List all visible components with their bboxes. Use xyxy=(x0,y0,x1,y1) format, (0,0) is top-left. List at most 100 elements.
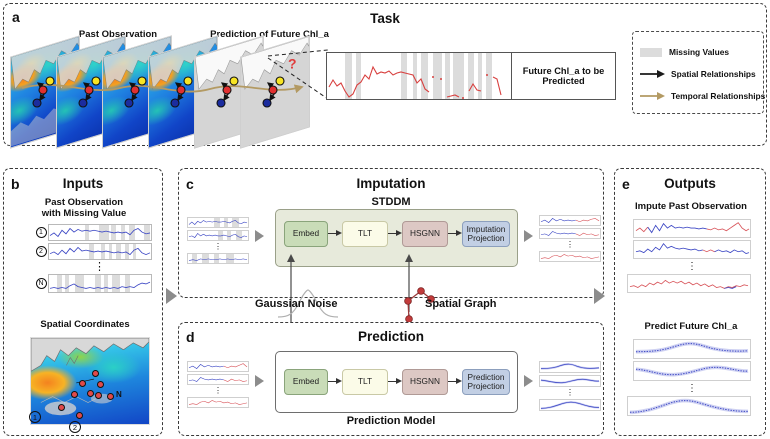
chla-timeseries-chart xyxy=(327,53,512,99)
forecast-mini-plot xyxy=(539,399,601,411)
station-node xyxy=(79,380,86,387)
arrow-tlt-to-hsgnn xyxy=(388,230,402,237)
flow-arrow-to-outputs xyxy=(594,288,605,304)
module-embed[interactable]: Embed xyxy=(284,221,328,247)
panel-e-outputs: e Outputs Impute Past Observation Predic… xyxy=(614,168,766,436)
module-hsgnn[interactable]: HSGNN xyxy=(402,221,448,247)
series-index: N xyxy=(34,278,48,289)
predicted-series-plot xyxy=(633,361,751,381)
station-node xyxy=(87,390,94,397)
label-line-2: with Missing Value xyxy=(41,208,127,220)
imputation-output-stack: ⋮ xyxy=(539,215,601,264)
station-node-n xyxy=(107,393,114,400)
series-plot xyxy=(48,224,152,241)
flow-arrow-inputs-to-imputation xyxy=(166,288,177,304)
module-tlt[interactable]: TLT xyxy=(342,369,388,395)
stack-ellipsis: ⋮ xyxy=(214,386,222,395)
station-node-1 xyxy=(58,404,65,411)
module-prediction-projection[interactable]: Prediction Projection xyxy=(462,369,510,395)
chla-line xyxy=(328,65,502,99)
panel-c-title: Imputation xyxy=(356,176,426,191)
imputed-series-stack: ⋮ xyxy=(627,219,751,295)
predicted-series-stack: ⋮ xyxy=(627,339,751,418)
module-tlt[interactable]: TLT xyxy=(342,221,388,247)
output-mini-plot xyxy=(539,215,601,226)
imputed-series-plot xyxy=(633,240,751,259)
legend-label: Temporal Relationships xyxy=(671,91,766,101)
input-series-row-2: 2 xyxy=(34,242,152,260)
past-observation-label: Past Observation xyxy=(78,29,158,40)
input-mini-plot xyxy=(187,229,249,241)
gaussian-noise-icon xyxy=(277,289,339,318)
stack-ellipsis: ⋮ xyxy=(566,240,574,249)
prediction-input-stack: ⋮ xyxy=(187,361,249,410)
arrow-embed-to-tlt xyxy=(328,378,342,385)
inset-leader-lines xyxy=(267,49,329,100)
arrow-tlt-to-hsgnn xyxy=(388,378,402,385)
forecast-mini-plot xyxy=(539,374,601,387)
coastline-icon xyxy=(241,36,309,90)
panel-a-letter: a xyxy=(12,9,20,25)
station-node xyxy=(95,392,102,399)
series-plot xyxy=(48,274,152,293)
panel-a-title: Task xyxy=(370,11,400,26)
future-chla-inset: Future Chl_a to be Predicted xyxy=(326,52,616,100)
panel-a-task: a Task Past Observation Prediction of Fu… xyxy=(3,3,767,149)
module-embed[interactable]: Embed xyxy=(284,369,328,395)
station-node xyxy=(71,391,78,398)
gaussian-noise-label: Gaussian Noise xyxy=(255,298,338,310)
series-ellipsis: ⋮ xyxy=(94,261,106,273)
module-label-line-1: Prediction xyxy=(467,371,505,382)
map-slice-future-2: ? xyxy=(240,35,310,149)
prediction-model-label: Prediction Model xyxy=(346,415,436,427)
imputed-series-plot xyxy=(627,274,751,293)
stack-ellipsis: ⋮ xyxy=(687,383,697,394)
spatial-relationship-overlay xyxy=(21,76,304,108)
stack-ellipsis: ⋮ xyxy=(214,242,222,251)
panel-c-letter: c xyxy=(186,176,194,192)
panel-d-prediction: d Prediction Prediction Model ⋮ xyxy=(178,322,604,436)
spatial-arrows xyxy=(36,82,277,102)
series-index: 2 xyxy=(34,245,48,257)
node-label-n: N xyxy=(116,390,122,399)
flow-arrow-out-of-stddm xyxy=(524,230,533,242)
input-mini-plot xyxy=(187,397,249,408)
temporal-relationship-curve xyxy=(21,84,304,94)
series-plot xyxy=(48,242,152,260)
map-slice-stack: ? ? xyxy=(10,35,320,149)
arrow-hsgnn-to-projection xyxy=(448,230,462,237)
spatial-coordinates-label: Spatial Coordinates xyxy=(40,319,130,330)
module-imputation-projection[interactable]: Imputation Projection xyxy=(462,221,510,247)
legend-label: Missing Values xyxy=(669,47,730,57)
module-label-line-2: Projection xyxy=(467,381,505,391)
coastline-icon xyxy=(31,338,149,416)
label-line-1: Past Observation xyxy=(44,197,124,208)
module-hsgnn[interactable]: HSGNN xyxy=(402,369,448,395)
arrow-embed-to-tlt xyxy=(328,230,342,237)
map-index-2: 2 xyxy=(69,421,81,433)
stddm-model-label: STDDM xyxy=(371,196,411,208)
panel-c-imputation: c Imputation STDDM ⋮ xyxy=(178,168,604,298)
panel-b-inputs: b Inputs Past Observation with Missing V… xyxy=(3,168,163,436)
stack-ellipsis: ⋮ xyxy=(687,261,697,272)
panel-d-title: Prediction xyxy=(357,329,424,344)
module-label-line-2: Projection xyxy=(467,233,505,243)
input-mini-plot xyxy=(187,373,249,385)
input-series-row-n: N xyxy=(34,274,152,293)
output-mini-plot xyxy=(539,227,601,239)
black-arrow-icon xyxy=(640,70,665,78)
spatial-coordinates-map: N xyxy=(30,337,150,425)
panel-b-letter: b xyxy=(11,176,20,192)
input-mini-plot xyxy=(187,253,249,264)
panel-b-title: Inputs xyxy=(62,176,104,191)
missing-values-swatch-icon xyxy=(640,47,662,57)
panel-e-letter: e xyxy=(622,176,630,192)
station-node-2 xyxy=(76,412,83,419)
stddm-pipeline: Embed TLT HSGNN Imputation Projection xyxy=(284,221,510,247)
future-chla-inset-label: Future Chl_a to be Predicted xyxy=(522,66,605,86)
flow-arrow-out-of-prediction-model xyxy=(524,375,533,387)
legend-item-missing-values: Missing Values xyxy=(640,41,757,63)
prediction-future-chla-label: Prediction of Future Chl_a xyxy=(210,29,329,40)
prediction-pipeline: Embed TLT HSGNN Prediction Projection xyxy=(284,369,510,395)
